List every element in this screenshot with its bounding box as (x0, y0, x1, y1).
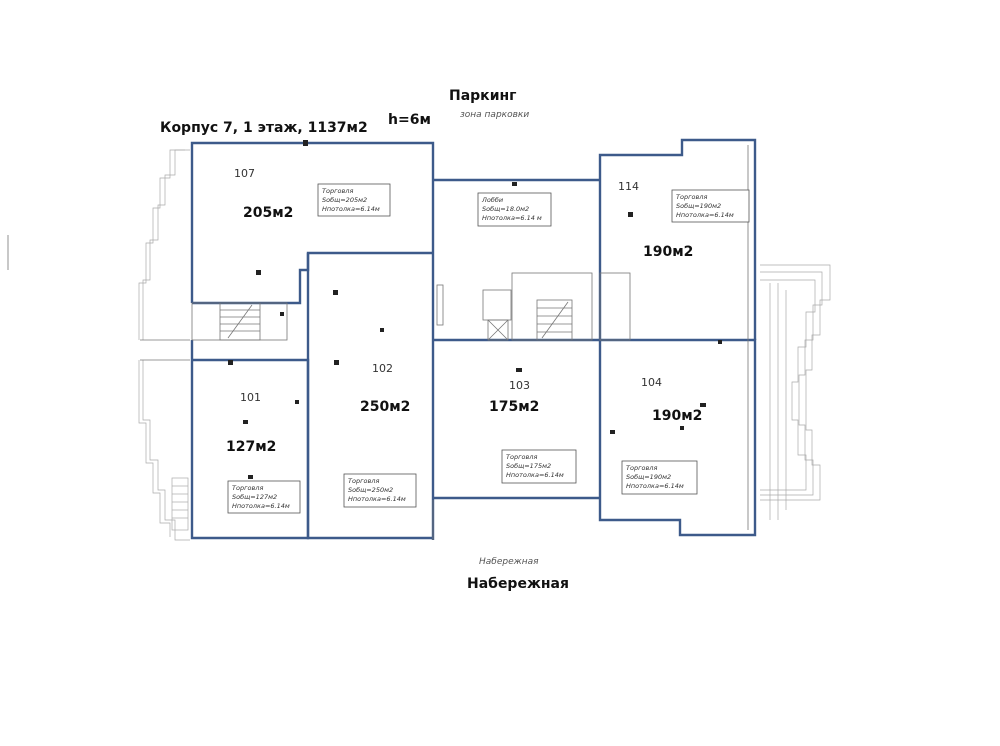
building-title: Корпус 7, 1 этаж, 1137м2 (160, 120, 368, 136)
note-line: Hпотолка=6.14м (506, 471, 564, 479)
note-line: Торговля (506, 453, 537, 461)
area-label: 175м2 (489, 399, 539, 415)
parking-zone-label: зона парковки (460, 110, 529, 120)
area-label: 250м2 (360, 399, 410, 415)
note-line: Hпотолка=6.14м (322, 205, 380, 213)
room-note-box (621, 460, 698, 495)
note-line: Sобщ=127м2 (232, 493, 277, 501)
room-note-box (227, 480, 301, 514)
note-line: Торговля (626, 464, 657, 472)
room-102: 102 250м2 Торговля Sобщ=250м2 Hпотолка=6… (343, 362, 417, 508)
room-107: 107 205м2 Торговля Sобщ=205м2 Hпотолка=6… (234, 167, 391, 221)
note-line: Sобщ=250м2 (348, 486, 393, 494)
note-line: Hпотолка=6.14 м (482, 214, 542, 222)
room-114: 114 190м2 Торговля Sобщ=190м2 Hпотолка=6… (618, 180, 750, 260)
room-note-box (317, 183, 391, 217)
right-facade-steps (760, 264, 831, 520)
note-line: Лобби (481, 196, 503, 204)
area-label: 190м2 (643, 244, 693, 260)
note-line: Hпотолка=6.14м (232, 502, 290, 510)
note-line: Sобщ=175м2 (506, 462, 551, 470)
area-label: 190м2 (652, 408, 702, 424)
note-line: Торговля (232, 484, 263, 492)
room-number: 103 (509, 379, 530, 392)
walls (190, 138, 757, 540)
room-number: 104 (641, 376, 662, 389)
note-line: Sобщ=205м2 (322, 196, 367, 204)
note-line: Sобщ=190м2 (626, 473, 671, 481)
note-line: Торговля (322, 187, 353, 195)
embankment-small-label: Набережная (479, 557, 539, 567)
area-label: 205м2 (243, 205, 293, 221)
room-104: 104 190м2 Торговля Sобщ=190м2 Hпотолка=6… (621, 376, 702, 495)
room-number: 101 (240, 391, 261, 404)
note-line: Торговля (348, 477, 379, 485)
room-number: 114 (618, 180, 639, 193)
room-number: 107 (234, 167, 255, 180)
column-marks (228, 140, 722, 484)
stair-cores (219, 272, 631, 341)
note-line: Sобщ=18.0м2 (482, 205, 529, 213)
note-line: Hпотолка=6.14м (348, 495, 406, 503)
area-label: 127м2 (226, 439, 276, 455)
room-note-box (501, 449, 577, 484)
room-103: 103 175м2 Торговля Sобщ=175м2 Hпотолка=6… (489, 379, 577, 484)
note-line: Hпотолка=6.14м (626, 482, 684, 490)
embankment-label: Набережная (467, 576, 569, 592)
room-number: 102 (372, 362, 393, 375)
room-lobby: Лобби Sобщ=18.0м2 Hпотолка=6.14 м (477, 192, 552, 227)
room-note-box (343, 473, 417, 508)
note-line: Торговля (676, 193, 707, 201)
room-note-box (477, 192, 552, 227)
note-line: Sобщ=190м2 (676, 202, 721, 210)
ceiling-height-label: h=6м (388, 112, 431, 128)
room-101: 101 127м2 Торговля Sобщ=127м2 Hпотолка=6… (226, 391, 301, 514)
parking-label: Паркинг (449, 88, 516, 104)
room-note-box (671, 189, 750, 223)
note-line: Hпотолка=6.14м (676, 211, 734, 219)
left-facade-steps (7, 149, 190, 541)
